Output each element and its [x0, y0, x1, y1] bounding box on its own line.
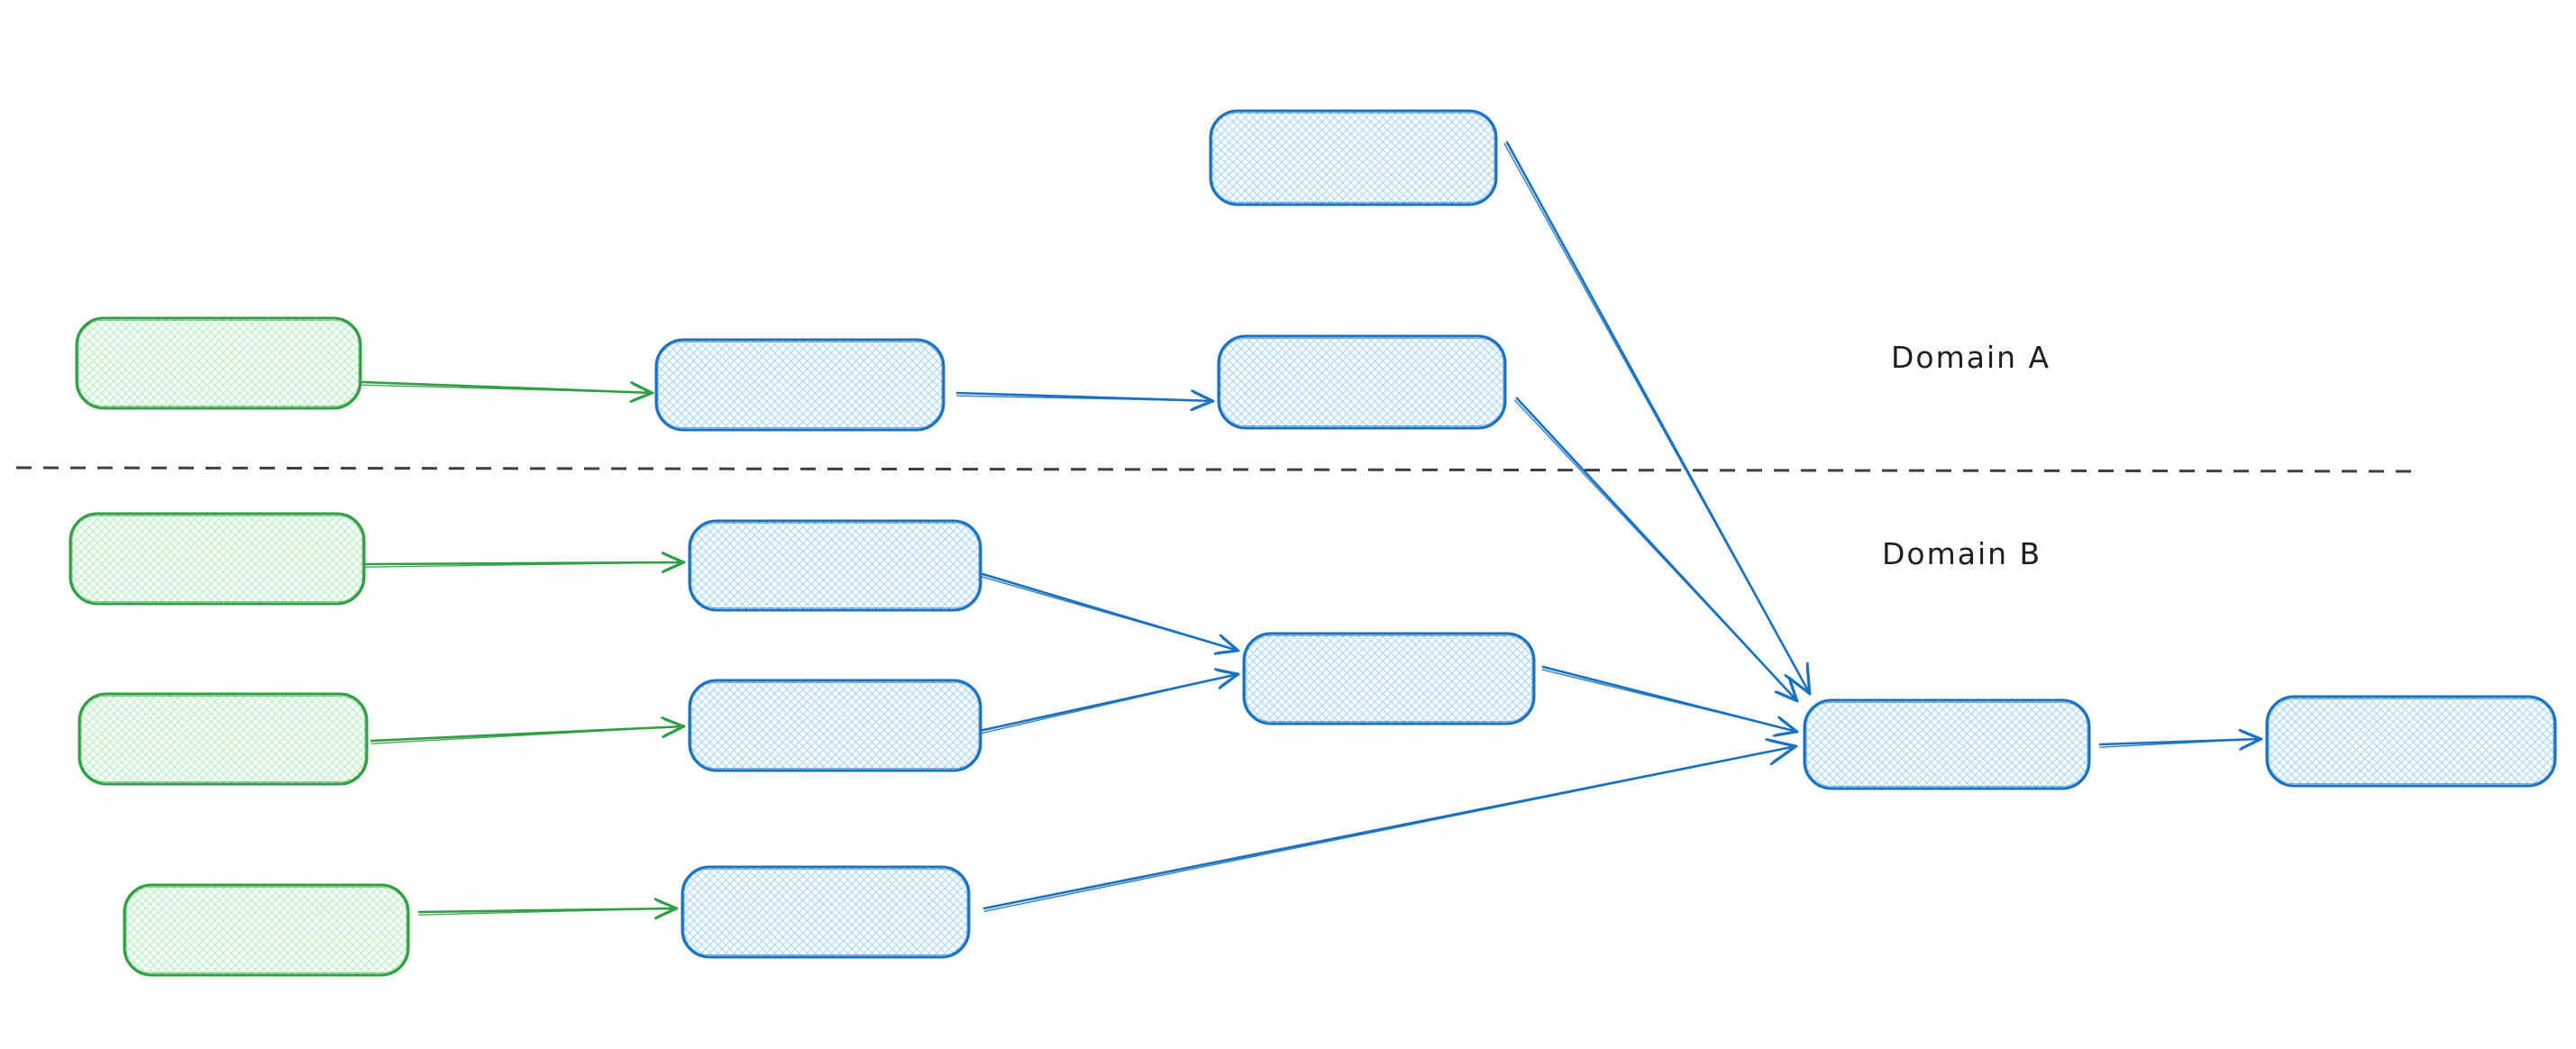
- arrow-source-b3-to-process-b4[interactable]: [417, 898, 679, 920]
- domain-a-label[interactable]: Domain A: [1891, 340, 2051, 375]
- arrow-merge-b-to-aggregator[interactable]: [1541, 665, 1799, 737]
- node-process-b1[interactable]: [688, 519, 982, 612]
- arrow-source-b1-to-process-b1[interactable]: [363, 552, 686, 574]
- domain-divider-dashed-line[interactable]: [15, 466, 2416, 473]
- node-process-b4[interactable]: [681, 865, 971, 959]
- node-output[interactable]: [2265, 695, 2557, 788]
- node-external-input[interactable]: [1209, 109, 1498, 206]
- arrow-aggregator-to-output[interactable]: [2098, 728, 2263, 751]
- node-source-b2[interactable]: [78, 692, 369, 786]
- arrow-source-a-to-process-a1[interactable]: [361, 380, 654, 404]
- node-source-b1[interactable]: [69, 512, 366, 606]
- arrow-source-b2-to-process-b2[interactable]: [370, 716, 686, 744]
- node-process-a2[interactable]: [1217, 334, 1507, 430]
- node-source-b3[interactable]: [123, 883, 410, 977]
- node-process-a1[interactable]: [654, 338, 945, 432]
- arrow-process-b1-to-merge-b[interactable]: [972, 570, 1240, 655]
- node-aggregator[interactable]: [1803, 698, 2091, 790]
- node-process-b2[interactable]: [688, 679, 982, 772]
- arrow-process-b2-to-merge-b[interactable]: [973, 668, 1240, 735]
- arrow-process-a2-to-aggregator[interactable]: [1513, 397, 1799, 703]
- node-source-a[interactable]: [75, 316, 362, 410]
- arrow-process-a1-to-process-a2[interactable]: [955, 389, 1215, 412]
- node-merge-b[interactable]: [1242, 632, 1536, 725]
- arrow-process-b4-to-aggregator[interactable]: [982, 738, 1798, 912]
- domain-b-label[interactable]: Domain B: [1882, 536, 2042, 571]
- arrow-external-input-to-aggregator[interactable]: [1503, 141, 1812, 696]
